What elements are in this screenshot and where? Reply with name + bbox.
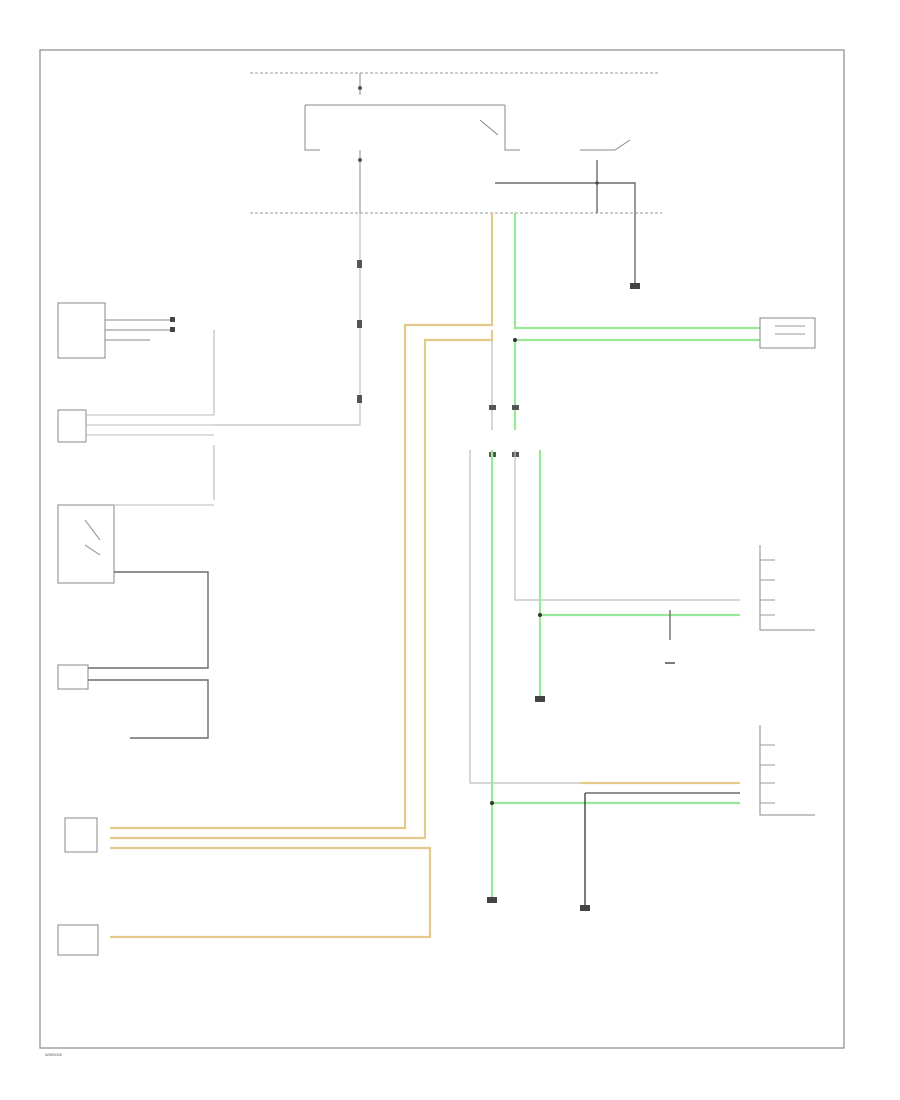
tan-wire-1: [110, 213, 494, 830]
top-right-connector: [630, 283, 640, 289]
right-connector-top: [759, 317, 816, 349]
relay-feed-wire: [214, 213, 361, 426]
ground-2: [487, 897, 497, 903]
right-module-2: [759, 725, 815, 816]
diagram-id: W000000: [45, 1052, 63, 1057]
left-module-4: [64, 817, 98, 853]
left-sensor-2: [57, 330, 215, 500]
tan-wire-3: [110, 846, 432, 939]
main-relay: [304, 73, 520, 213]
right-module-1: [759, 545, 815, 631]
left-transmission-switch: [57, 504, 214, 669]
ignition-branch: [495, 139, 640, 289]
ground-3: [580, 793, 590, 911]
splice-dots: [490, 338, 542, 805]
left-module-5: [57, 924, 99, 956]
ground-1: [535, 696, 545, 702]
gray-trunk-lower: [469, 450, 740, 784]
left-sensor-3: [57, 664, 209, 739]
green-wire-main: [513, 213, 760, 330]
left-switch-1: [57, 302, 175, 359]
power-bus-group: [250, 72, 662, 214]
tan-wire-2: [110, 330, 494, 840]
diagram-frame: [39, 49, 845, 1049]
